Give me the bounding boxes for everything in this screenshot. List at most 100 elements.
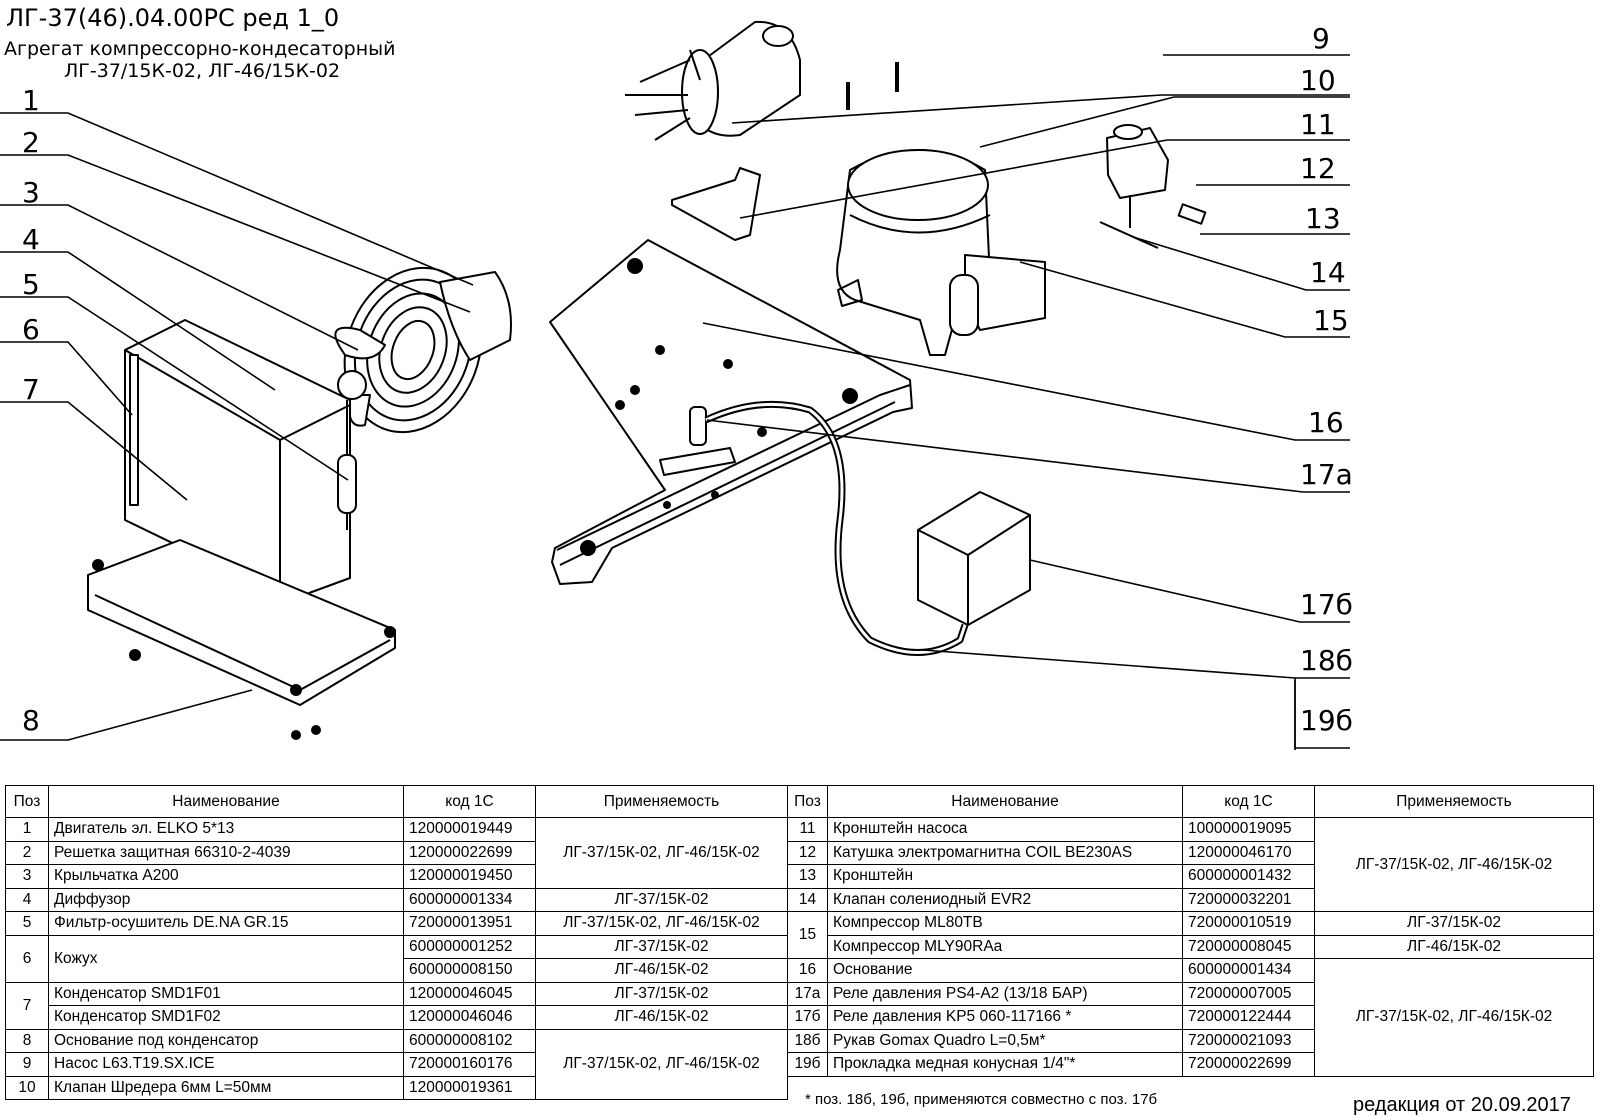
name-cell: Прокладка медная конусная 1/4"* xyxy=(827,1052,1183,1077)
parts-table: Поз Наименование код 1С Применяемость По… xyxy=(5,785,1594,1100)
callout-2: 2 xyxy=(22,126,40,159)
code-cell: 120000046045 xyxy=(403,981,536,1006)
callout-7: 7 xyxy=(22,373,40,406)
table-row: 7 Конденсатор SMD1F01 120000046045 ЛГ-37… xyxy=(5,981,1594,1030)
code-cell: 120000019449 xyxy=(403,817,536,842)
callout-1: 1 xyxy=(22,84,40,117)
code-cell: 600000001432 xyxy=(1182,864,1315,889)
name-cell: Кронштейн xyxy=(827,864,1183,889)
pos-cell: 4 xyxy=(5,887,49,912)
filter-drier-part xyxy=(337,400,357,530)
applicability-cell: ЛГ-37/15К-02, ЛГ-46/15К-02 xyxy=(535,817,788,889)
applicability-cell: ЛГ-37/15К-02, ЛГ-46/15К-02 xyxy=(1314,817,1594,912)
pos-cell: 17а xyxy=(787,981,828,1006)
table-header-row: Поз Наименование код 1С Применяемость По… xyxy=(5,785,1594,818)
footnote-spacer xyxy=(787,1075,1594,1100)
revision-date: редакция от 20.09.2017 xyxy=(1353,1094,1571,1116)
code-cell: 720000007005 xyxy=(1182,981,1315,1006)
code-cell: 120000046046 xyxy=(403,1005,536,1030)
col-header-code: код 1С xyxy=(1182,785,1315,818)
pos-cell: 8 xyxy=(5,1028,49,1053)
callout-4: 4 xyxy=(22,223,40,256)
applicability-cell: ЛГ-37/15К-02, ЛГ-46/15К-02 xyxy=(535,911,788,936)
pos-cell: 14 xyxy=(787,887,828,912)
callout-3: 3 xyxy=(22,176,40,209)
code-cell: 720000122444 xyxy=(1182,1005,1315,1030)
footnote: * поз. 18б, 19б, применяются совместно с… xyxy=(805,1091,1158,1108)
code-cell: 120000046170 xyxy=(1182,840,1315,865)
name-cell: Компрессор MLY90RAa xyxy=(827,934,1183,959)
name-cell: Насос L63.T19.SX.ICE xyxy=(48,1052,404,1077)
table-row: 2 Решетка защитная 66310-2-4039 12000002… xyxy=(5,840,1594,865)
assembly-models: ЛГ-37/15К-02, ЛГ-46/15К-02 xyxy=(64,60,341,82)
table-row: Конденсатор SMD1F02 120000046046 ЛГ-46/1… xyxy=(6,1005,1594,1030)
name-cell: Фильтр-осушитель DE.NA GR.15 xyxy=(48,911,404,936)
pressure-switch-17a-part xyxy=(659,406,736,476)
pos-cell: 5 xyxy=(5,911,49,936)
exploded-view-drawing: 1 2 3 4 5 6 7 8 9 10 11 12 13 14 15 16 1… xyxy=(0,20,1353,750)
callout-8: 8 xyxy=(22,704,40,737)
name-cell: Компрессор ML80TB xyxy=(827,911,1183,936)
code-cell: 600000008102 xyxy=(403,1028,536,1053)
applicability-cell: ЛГ-37/15К-02, ЛГ-46/15К-02 xyxy=(1314,958,1594,1077)
applicability-cell: ЛГ-37/15К-02 xyxy=(535,934,788,959)
code-cell: 600000008150 xyxy=(403,958,536,983)
code-cell: 720000013951 xyxy=(403,911,536,936)
pos-cell: 16 xyxy=(787,958,828,983)
code-cell: 600000001252 xyxy=(403,934,536,959)
pos-cell: 11 xyxy=(787,817,828,842)
name-cell: Клапан солениодный EVR2 xyxy=(827,887,1183,912)
table-row: 9 Насос L63.T19.SX.ICE 720000160176 19б … xyxy=(5,1052,1594,1077)
solenoid-valve-part xyxy=(1099,124,1207,249)
callout-5: 5 xyxy=(22,268,40,301)
callout-17b: 17б xyxy=(1300,588,1353,621)
pos-cell: 6 xyxy=(5,934,49,983)
name-cell: Конденсатор SMD1F02 xyxy=(48,1005,404,1030)
callout-13: 13 xyxy=(1305,202,1341,235)
applicability-cell: ЛГ-46/15К-02 xyxy=(535,958,788,983)
name-cell: Кожух xyxy=(48,934,404,983)
doc-code: ЛГ-37(46).04.00РС ред 1_0 xyxy=(6,4,340,32)
applicability-cell: ЛГ-37/15К-02, ЛГ-46/15К-02 xyxy=(535,1028,788,1100)
callout-14: 14 xyxy=(1310,256,1346,289)
code-cell: 720000021093 xyxy=(1182,1028,1315,1053)
col-header-applicability: Применяемость xyxy=(1314,785,1594,818)
code-cell: 720000008045 xyxy=(1182,934,1315,959)
name-cell: Основание под конденсатор xyxy=(48,1028,404,1053)
name-cell: Реле давления KP5 060-117166 * xyxy=(827,1005,1183,1030)
name-cell: Двигатель эл. ELKO 5*13 xyxy=(48,817,404,842)
applicability-cell: ЛГ-37/15К-02 xyxy=(535,981,788,1006)
pos-cell: 19б xyxy=(787,1052,828,1077)
callout-15: 15 xyxy=(1313,304,1349,337)
col-header-applicability: Применяемость xyxy=(535,785,788,818)
hose-part xyxy=(704,400,969,656)
pos-cell: 15 xyxy=(787,911,828,959)
code-cell: 100000019095 xyxy=(1182,817,1315,842)
pos-cell: 10 xyxy=(5,1075,49,1100)
pos-cell: 2 xyxy=(5,840,49,865)
code-cell: 120000019361 xyxy=(403,1075,536,1100)
col-header-name: Наименование xyxy=(48,785,404,818)
table-row: 5 Фильтр-осушитель DE.NA GR.15 720000013… xyxy=(5,911,1594,959)
table-row: 3 Крыльчатка А200 120000019450 13 Кроншт… xyxy=(5,864,1594,889)
pressure-switch-17b-part xyxy=(917,491,1031,626)
table-row: 4 Диффузор 600000001334 ЛГ-37/15К-02 14 … xyxy=(5,887,1594,912)
name-cell: Реле давления PS4-A2 (13/18 БАР) xyxy=(827,981,1183,1006)
pos-cell: 12 xyxy=(787,840,828,865)
col-header-code: код 1С xyxy=(403,785,536,818)
name-cell: Клапан Шредера 6мм L=50мм xyxy=(48,1075,404,1100)
name-cell: Основание xyxy=(827,958,1183,983)
pos-cell: 17б xyxy=(787,1005,828,1030)
pos-cell: 9 xyxy=(5,1052,49,1077)
name-cell: Диффузор xyxy=(48,887,404,912)
callout-16: 16 xyxy=(1308,406,1344,439)
code-cell: 720000160176 xyxy=(403,1052,536,1077)
callout-9: 9 xyxy=(1312,22,1330,55)
applicability-cell: ЛГ-46/15К-02 xyxy=(535,1005,788,1030)
table-row: 10 Клапан Шредера 6мм L=50мм 12000001936… xyxy=(5,1075,1594,1100)
applicability-cell: ЛГ-37/15К-02 xyxy=(535,887,788,912)
callout-12: 12 xyxy=(1300,152,1336,185)
applicability-cell: ЛГ-46/15К-02 xyxy=(1314,934,1594,959)
pos-cell: 13 xyxy=(787,864,828,889)
code-cell: 720000010519 xyxy=(1182,911,1315,936)
